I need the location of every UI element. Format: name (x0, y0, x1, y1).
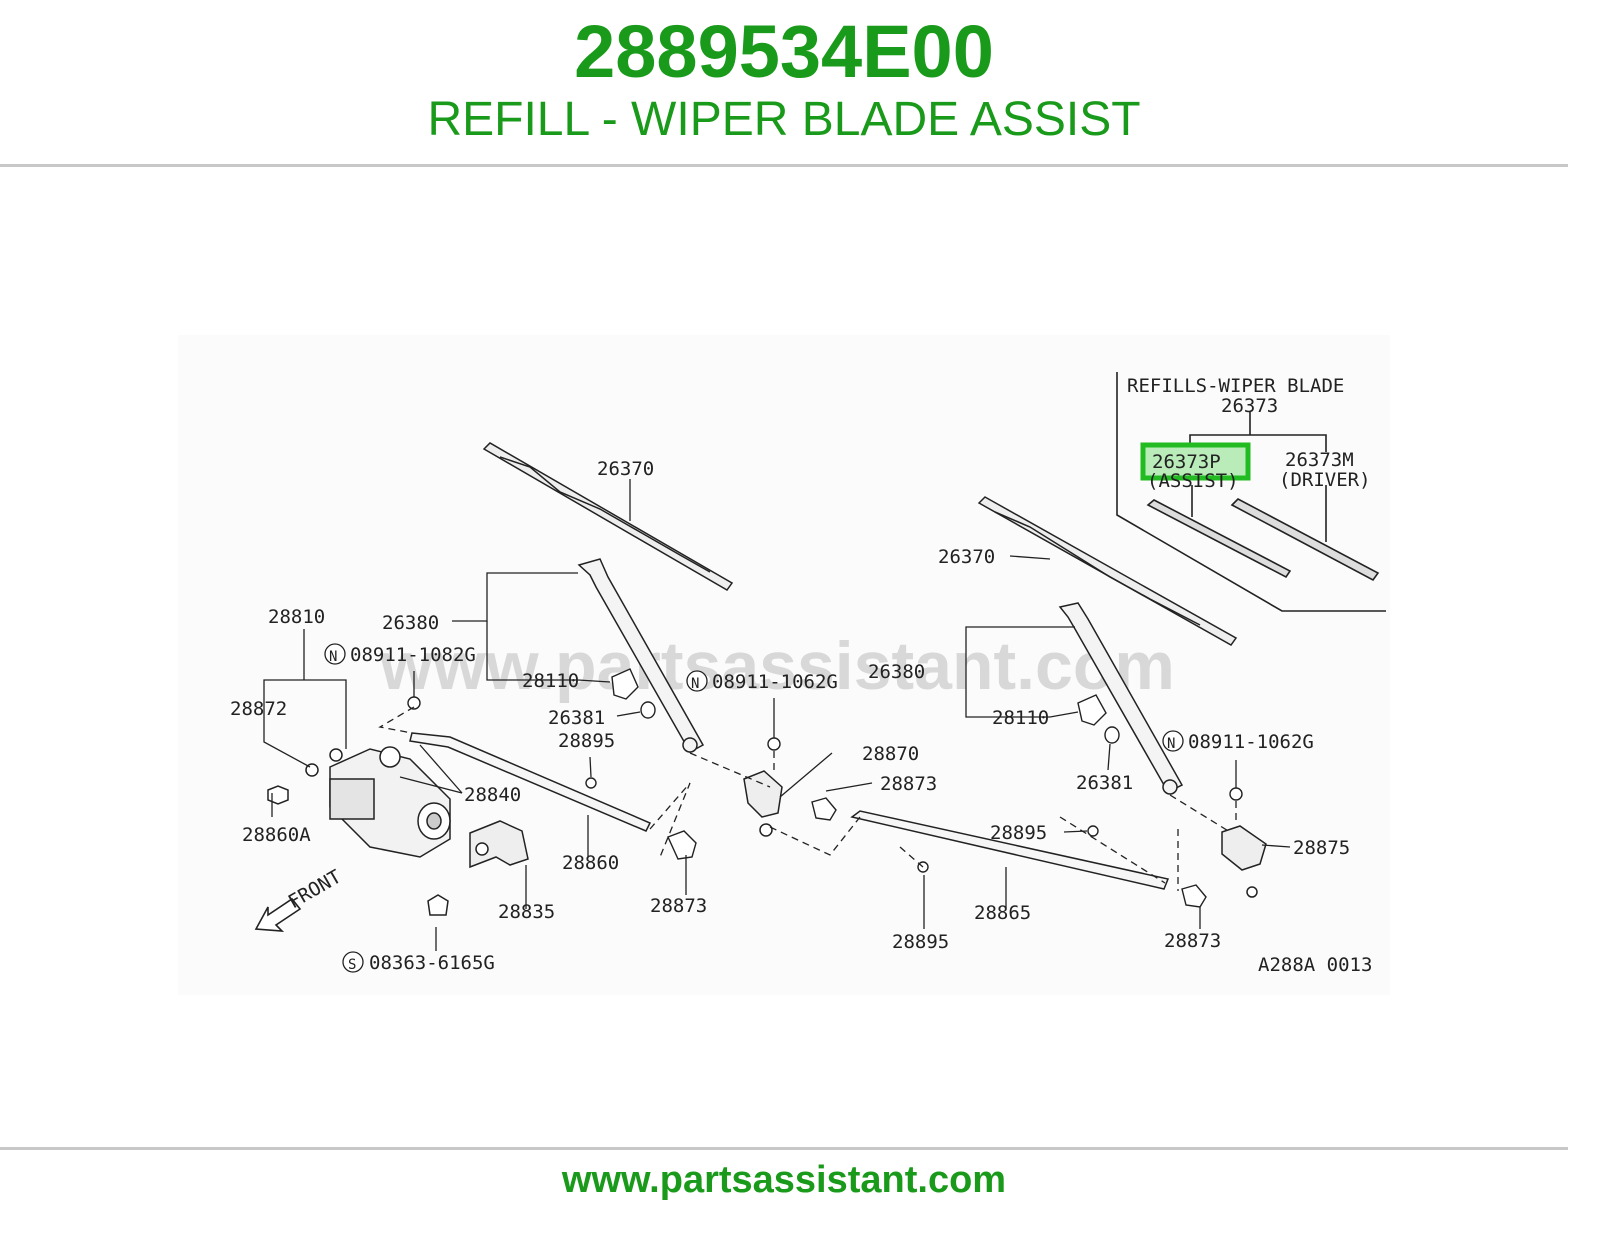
watermark: www.partsassistant.com (379, 628, 1175, 704)
n-symbol-right (1162, 730, 1184, 752)
callout-nut-28895-a[interactable]: 28895 (558, 730, 615, 752)
callout-cap-right[interactable]: 28110 (992, 707, 1049, 729)
callout-bolt[interactable]: 28860A (242, 824, 311, 846)
bushing-a (667, 830, 697, 860)
nut-right (1229, 787, 1243, 801)
bracket (427, 820, 529, 916)
callout-nut-right[interactable]: 08911-1062G (1188, 731, 1314, 753)
assist-part-number[interactable]: 26373P (1152, 451, 1221, 473)
driver-refill-strip (1230, 498, 1380, 582)
n-symbol-mid (686, 670, 708, 692)
pivot-left (743, 770, 783, 818)
diagram-code: A288A 0013 (1258, 954, 1372, 976)
front-arrow-icon (254, 897, 302, 932)
cap-left (611, 668, 639, 700)
washer-left (640, 701, 656, 719)
s-symbol (342, 951, 364, 973)
refill-inset (1116, 372, 1386, 612)
footer-url[interactable]: www.partsassistant.com (561, 1159, 1007, 1201)
pivot-right (1221, 825, 1267, 871)
callout-bracket[interactable]: 28835 (498, 901, 555, 923)
page-header: 2889534E00 REFILL - WIPER BLADE ASSIST (0, 0, 1568, 166)
link-right (850, 810, 1170, 890)
nut-28895-a (585, 777, 597, 789)
callout-blade-left[interactable]: 26370 (597, 458, 654, 480)
highlight-box (1140, 442, 1251, 481)
part-number: 2889534E00 (574, 10, 994, 93)
callout-bush-b[interactable]: 28873 (880, 773, 937, 795)
callout-grommet[interactable]: 28872 (230, 698, 287, 720)
callout-screw[interactable]: 08363-6165G (369, 952, 495, 974)
assembly-lines (378, 706, 1237, 891)
blade-right (977, 496, 1238, 646)
link-left (409, 732, 652, 832)
callout-link-left[interactable]: 28860 (562, 852, 619, 874)
n-symbol-right-letter: N (1167, 736, 1175, 752)
callout-link-right[interactable]: 28865 (974, 902, 1031, 924)
nut-mid (767, 737, 781, 751)
inset-border (1116, 372, 1386, 612)
callout-blade-right[interactable]: 26370 (938, 546, 995, 568)
blade-left (482, 442, 734, 591)
callout-washer-left[interactable]: 26381 (548, 707, 605, 729)
header-divider (0, 164, 1568, 167)
assist-refill-strip (1146, 499, 1292, 579)
inset-group-number: 26373 (1221, 395, 1278, 417)
bushing-b (811, 797, 837, 821)
arm-right (1058, 602, 1184, 795)
assist-label: (ASSIST) (1147, 470, 1239, 492)
callout-motor[interactable]: 28840 (464, 784, 521, 806)
parts-diagram: www.partsassistant.com REFILLS-WIPER BLA… (0, 167, 1568, 1147)
driver-label: (DRIVER) (1279, 469, 1371, 491)
footer-divider (0, 1147, 1568, 1150)
nut-28895-b (1087, 825, 1099, 837)
n-symbol-left (324, 643, 346, 665)
callout-bush-c[interactable]: 28873 (1164, 930, 1221, 952)
n-symbol-mid-letter: N (691, 676, 699, 692)
callout-pivot-left[interactable]: 28870 (862, 743, 919, 765)
callout-arm-left[interactable]: 26380 (382, 612, 439, 634)
callout-bush-a[interactable]: 28873 (650, 895, 707, 917)
diagram-svg: www.partsassistant.com REFILLS-WIPER BLA… (178, 335, 1390, 995)
callout-nut-28895-c[interactable]: 28895 (892, 931, 949, 953)
callout-pivot-right[interactable]: 28875 (1293, 837, 1350, 859)
callout-nut-mid[interactable]: 08911-1062G (712, 671, 838, 693)
part-title: REFILL - WIPER BLADE ASSIST (427, 93, 1141, 146)
callout-nut-left[interactable]: 08911-1082G (350, 644, 476, 666)
leader-lines (263, 479, 1291, 951)
callout-washer-right[interactable]: 26381 (1076, 772, 1133, 794)
driver-part-number[interactable]: 26373M (1285, 449, 1354, 471)
callout-motor-assy[interactable]: 28810 (268, 606, 325, 628)
arm-left (577, 558, 705, 754)
bushing-c (1181, 884, 1207, 908)
inset-title: REFILLS-WIPER BLADE (1127, 375, 1344, 397)
callout-nut-28895-b[interactable]: 28895 (990, 822, 1047, 844)
washer-right (1104, 726, 1120, 744)
s-symbol-letter: S (348, 957, 356, 973)
callout-cap-left[interactable]: 28110 (522, 670, 579, 692)
n-symbol-left-letter: N (329, 649, 337, 665)
callout-arm-right[interactable]: 26380 (868, 661, 925, 683)
cap-right (1077, 694, 1107, 726)
motor-assembly (267, 746, 451, 858)
